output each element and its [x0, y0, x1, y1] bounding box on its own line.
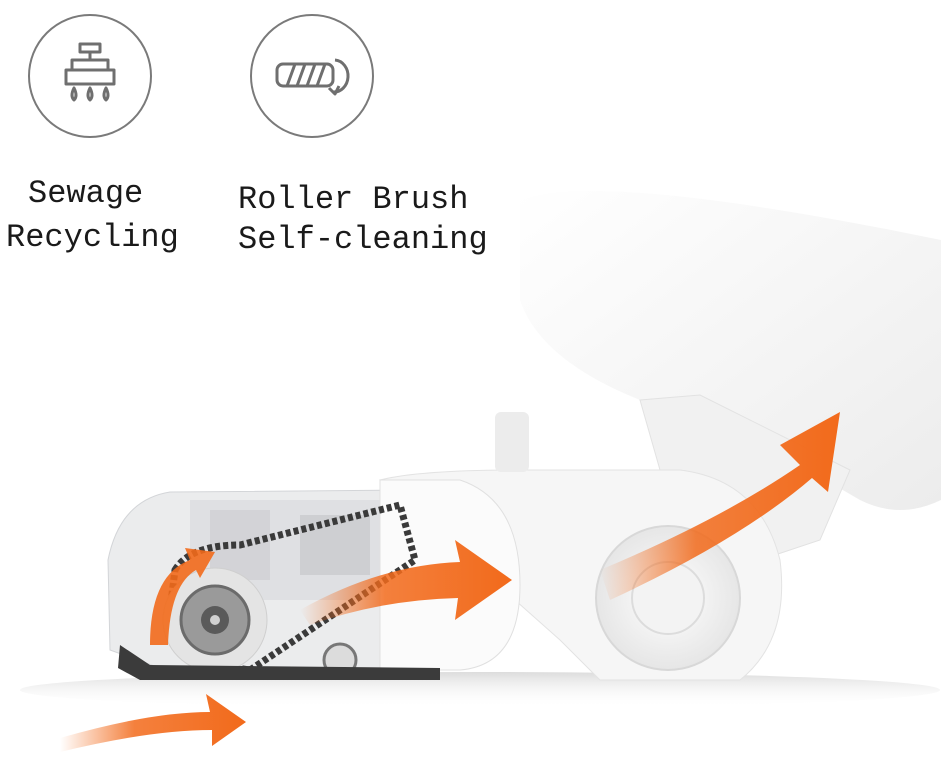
- top-fin: [495, 412, 529, 472]
- roller-brush-icon: [275, 58, 350, 96]
- airflow-arrow-inlet: [60, 694, 246, 752]
- sewage-recycling-line1: Sewage: [28, 175, 144, 212]
- roller-brush-icon-circle: [250, 14, 374, 138]
- roller-brush-label-2: Self-cleaning: [238, 220, 488, 260]
- base-plate: [118, 645, 440, 680]
- airflow-arrow-chamber: [300, 540, 512, 625]
- airflow-arrow-exhaust: [600, 412, 840, 600]
- roller-brush-line2: Self-cleaning: [238, 221, 488, 258]
- roller-brush-label: Roller Brush: [238, 180, 468, 220]
- sewage-recycling-line2: Recycling: [6, 219, 179, 256]
- sewage-recycling-label: Sewage: [28, 174, 143, 214]
- roller-brush-line1: Roller Brush: [238, 181, 469, 218]
- airflow-arrow-roller: [150, 548, 215, 645]
- sewage-recycling-icon: [64, 42, 116, 102]
- sewage-recycling-label-2: Recycling: [6, 218, 179, 258]
- floor-shadow: [20, 672, 940, 708]
- sewage-recycling-icon-circle: [28, 14, 152, 138]
